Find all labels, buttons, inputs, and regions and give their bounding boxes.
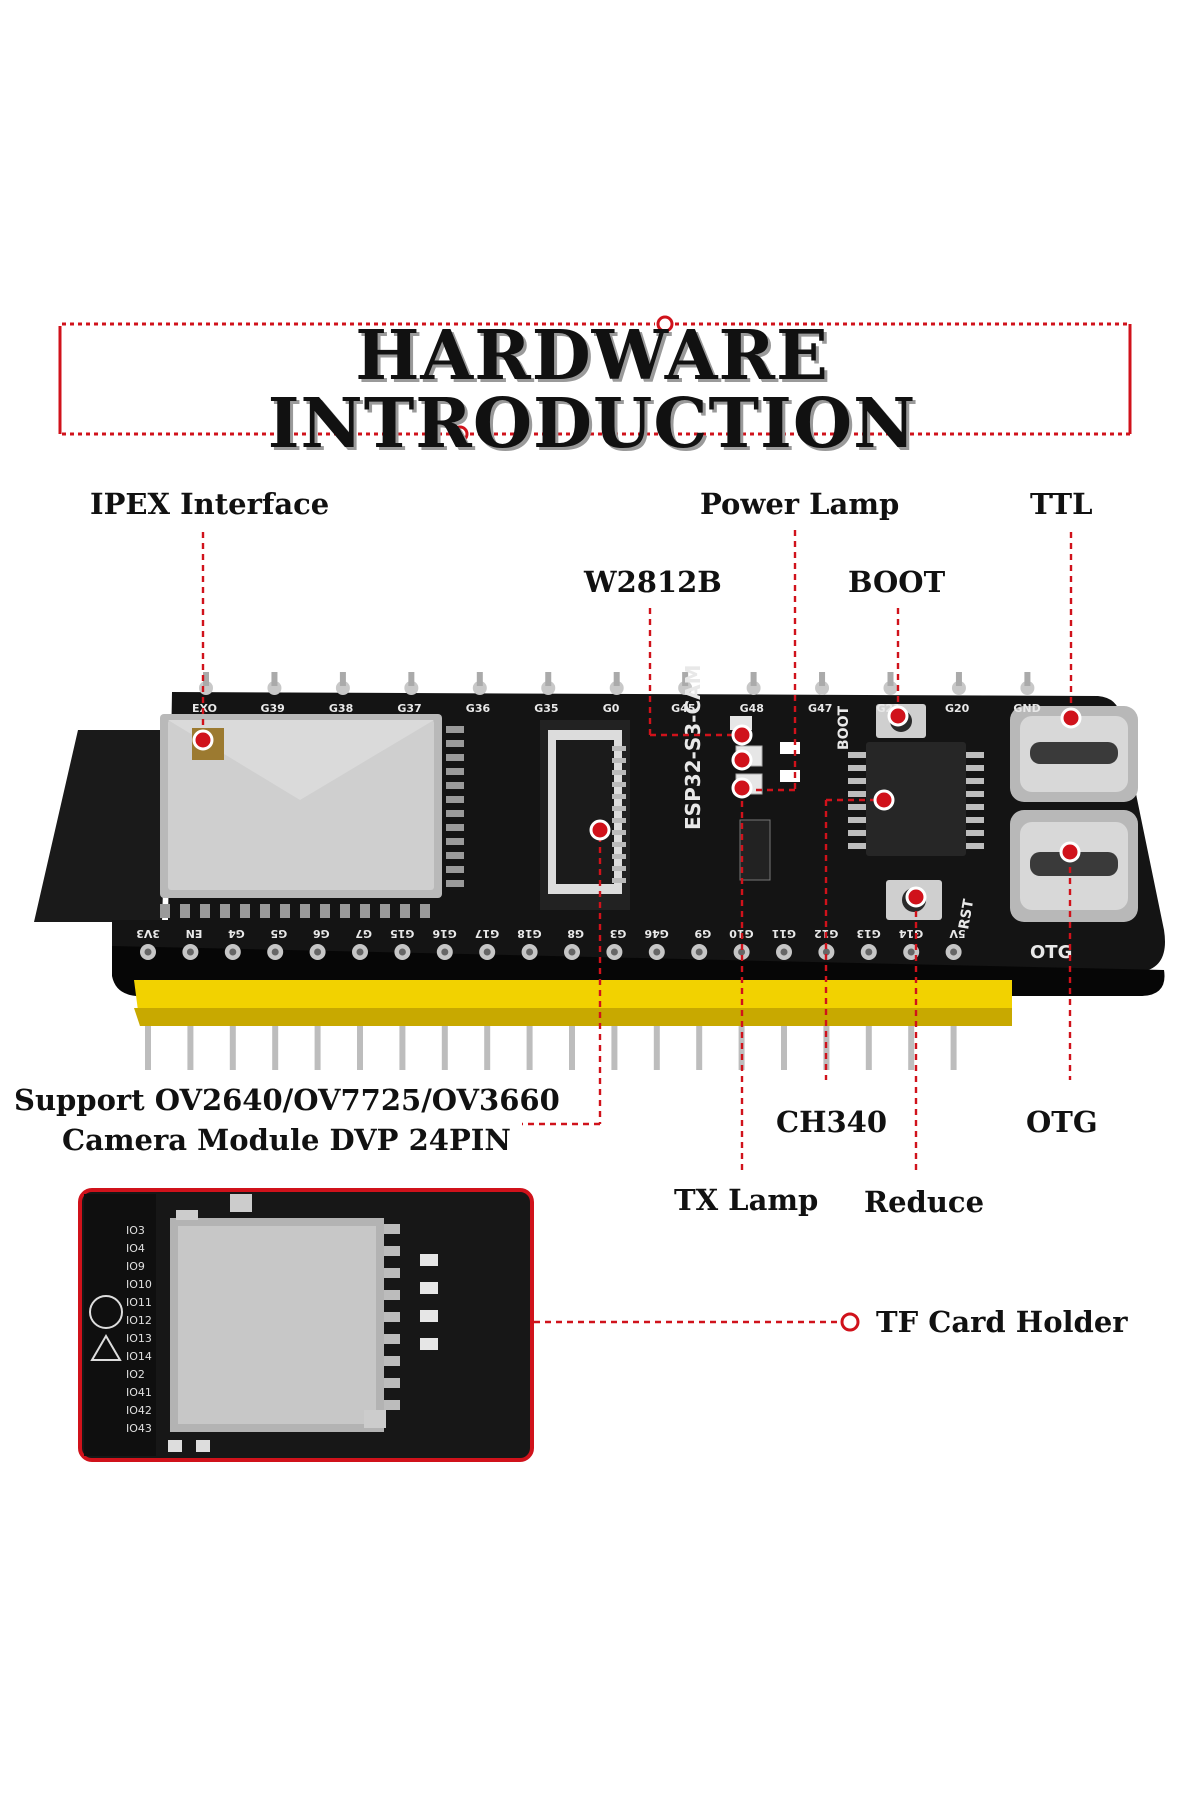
tf-pin-label: IO12	[126, 1314, 152, 1327]
svg-text:G47: G47	[808, 702, 832, 715]
tf-pin-label: IO9	[126, 1260, 145, 1273]
bottom-pin: 3V3	[136, 927, 160, 1070]
label-camera-support: Support OV2640/OV7725/OV3660	[14, 1083, 560, 1117]
svg-text:G38: G38	[329, 702, 353, 715]
tf-pin-label: IO42	[126, 1404, 152, 1417]
svg-text:5V: 5V	[949, 927, 966, 940]
svg-text:G16: G16	[432, 927, 457, 940]
bottom-pin: G11	[772, 927, 796, 1070]
svg-text:OTG: OTG	[1030, 942, 1072, 963]
top-pin: G35	[534, 672, 559, 715]
svg-text:G3: G3	[610, 927, 627, 940]
svg-text:G0: G0	[603, 702, 620, 715]
tf-pin-label: IO3	[126, 1224, 145, 1237]
tf-pin-label: IO4	[126, 1242, 145, 1255]
svg-text:G39: G39	[260, 702, 284, 715]
bottom-pin: G13	[856, 927, 881, 1070]
svg-text:G18: G18	[517, 927, 541, 940]
svg-text:3V3: 3V3	[136, 927, 160, 940]
bottom-pin: G46	[644, 927, 669, 1070]
top-pin: GND	[1013, 672, 1041, 715]
top-pin: G38	[329, 672, 353, 715]
label-otg: OTG	[1026, 1105, 1098, 1139]
svg-text:G46: G46	[644, 927, 669, 940]
label-boot: BOOT	[848, 565, 946, 599]
board-name: ESP32-S3-CAM	[681, 664, 705, 830]
svg-text:G9: G9	[695, 927, 712, 940]
label-ipex-interface: IPEX Interface	[90, 487, 330, 521]
tf-pin-label: IO10	[126, 1278, 152, 1291]
label-tf-card-holder: TF Card Holder	[876, 1305, 1128, 1339]
top-pin: G37	[397, 672, 422, 715]
bottom-pin: G9	[691, 927, 711, 1070]
top-pin: G0	[603, 672, 624, 715]
tf-pin-label: IO41	[126, 1386, 152, 1399]
label-power-lamp: Power Lamp	[700, 487, 900, 521]
label-w2812b: W2812B	[584, 565, 722, 599]
svg-text:G4: G4	[228, 927, 245, 940]
svg-text:G6: G6	[313, 927, 330, 940]
top-pin: G45	[671, 672, 695, 715]
top-pin: G48	[740, 672, 764, 715]
tf-pin-label: IO13	[126, 1332, 152, 1345]
tf-pin-label: IO14	[126, 1350, 152, 1363]
svg-text:G20: G20	[945, 702, 970, 715]
svg-text:GND: GND	[1013, 702, 1040, 715]
bottom-pin: G6	[309, 927, 330, 1070]
svg-text:G17: G17	[475, 927, 499, 940]
svg-text:G45: G45	[671, 702, 695, 715]
svg-text:RST: RST	[956, 898, 977, 931]
top-pin: G39	[260, 672, 285, 715]
svg-text:G11: G11	[772, 927, 796, 940]
top-pin: G36	[466, 672, 491, 715]
bottom-pin: G17	[475, 927, 499, 1070]
bottom-pin: G8	[564, 927, 584, 1070]
bottom-pin: G7	[352, 927, 372, 1070]
svg-text:EXO: EXO	[192, 702, 217, 715]
svg-text:G14: G14	[899, 927, 924, 940]
bottom-pin: G16	[432, 927, 457, 1070]
svg-text:EN: EN	[186, 927, 203, 940]
svg-text:BOOT: BOOT	[836, 706, 852, 750]
tf-pin-label: IO11	[126, 1296, 152, 1309]
label-ch340: CH340	[776, 1105, 888, 1139]
label-camera-dvp: Camera Module DVP 24PIN	[62, 1123, 511, 1157]
top-pin: G21	[877, 672, 901, 715]
bottom-pin: G5	[267, 927, 287, 1070]
svg-text:G37: G37	[397, 702, 421, 715]
svg-text:G48: G48	[740, 702, 764, 715]
tf-pin-label: IO2	[126, 1368, 145, 1381]
svg-text:G13: G13	[856, 927, 880, 940]
svg-text:G36: G36	[466, 702, 491, 715]
top-pin: G47	[808, 672, 832, 715]
tf-card-inset: IO3IO4IO9IO10IO11IO12IO13IO14IO2IO41IO42…	[78, 1188, 534, 1462]
bottom-pin: 5V	[945, 927, 966, 1070]
svg-text:G8: G8	[567, 927, 584, 940]
bottom-pin: G18	[517, 927, 542, 1070]
bottom-pin: G15	[390, 927, 414, 1070]
top-pin: G20	[945, 672, 970, 715]
svg-text:G5: G5	[271, 927, 288, 940]
svg-text:G35: G35	[534, 702, 558, 715]
tf-pin-label: IO43	[126, 1422, 152, 1435]
page-title: HARDWARE INTRODUCTION	[267, 316, 917, 464]
bottom-pin: EN	[182, 927, 202, 1070]
svg-text:G7: G7	[355, 927, 372, 940]
label-reduce: Reduce	[864, 1185, 985, 1219]
svg-text:G15: G15	[390, 927, 414, 940]
bottom-pin: G4	[224, 927, 245, 1070]
bottom-pin: G3	[606, 927, 626, 1070]
label-tx-lamp: TX Lamp	[674, 1183, 819, 1217]
label-ttl: TTL	[1030, 487, 1093, 521]
